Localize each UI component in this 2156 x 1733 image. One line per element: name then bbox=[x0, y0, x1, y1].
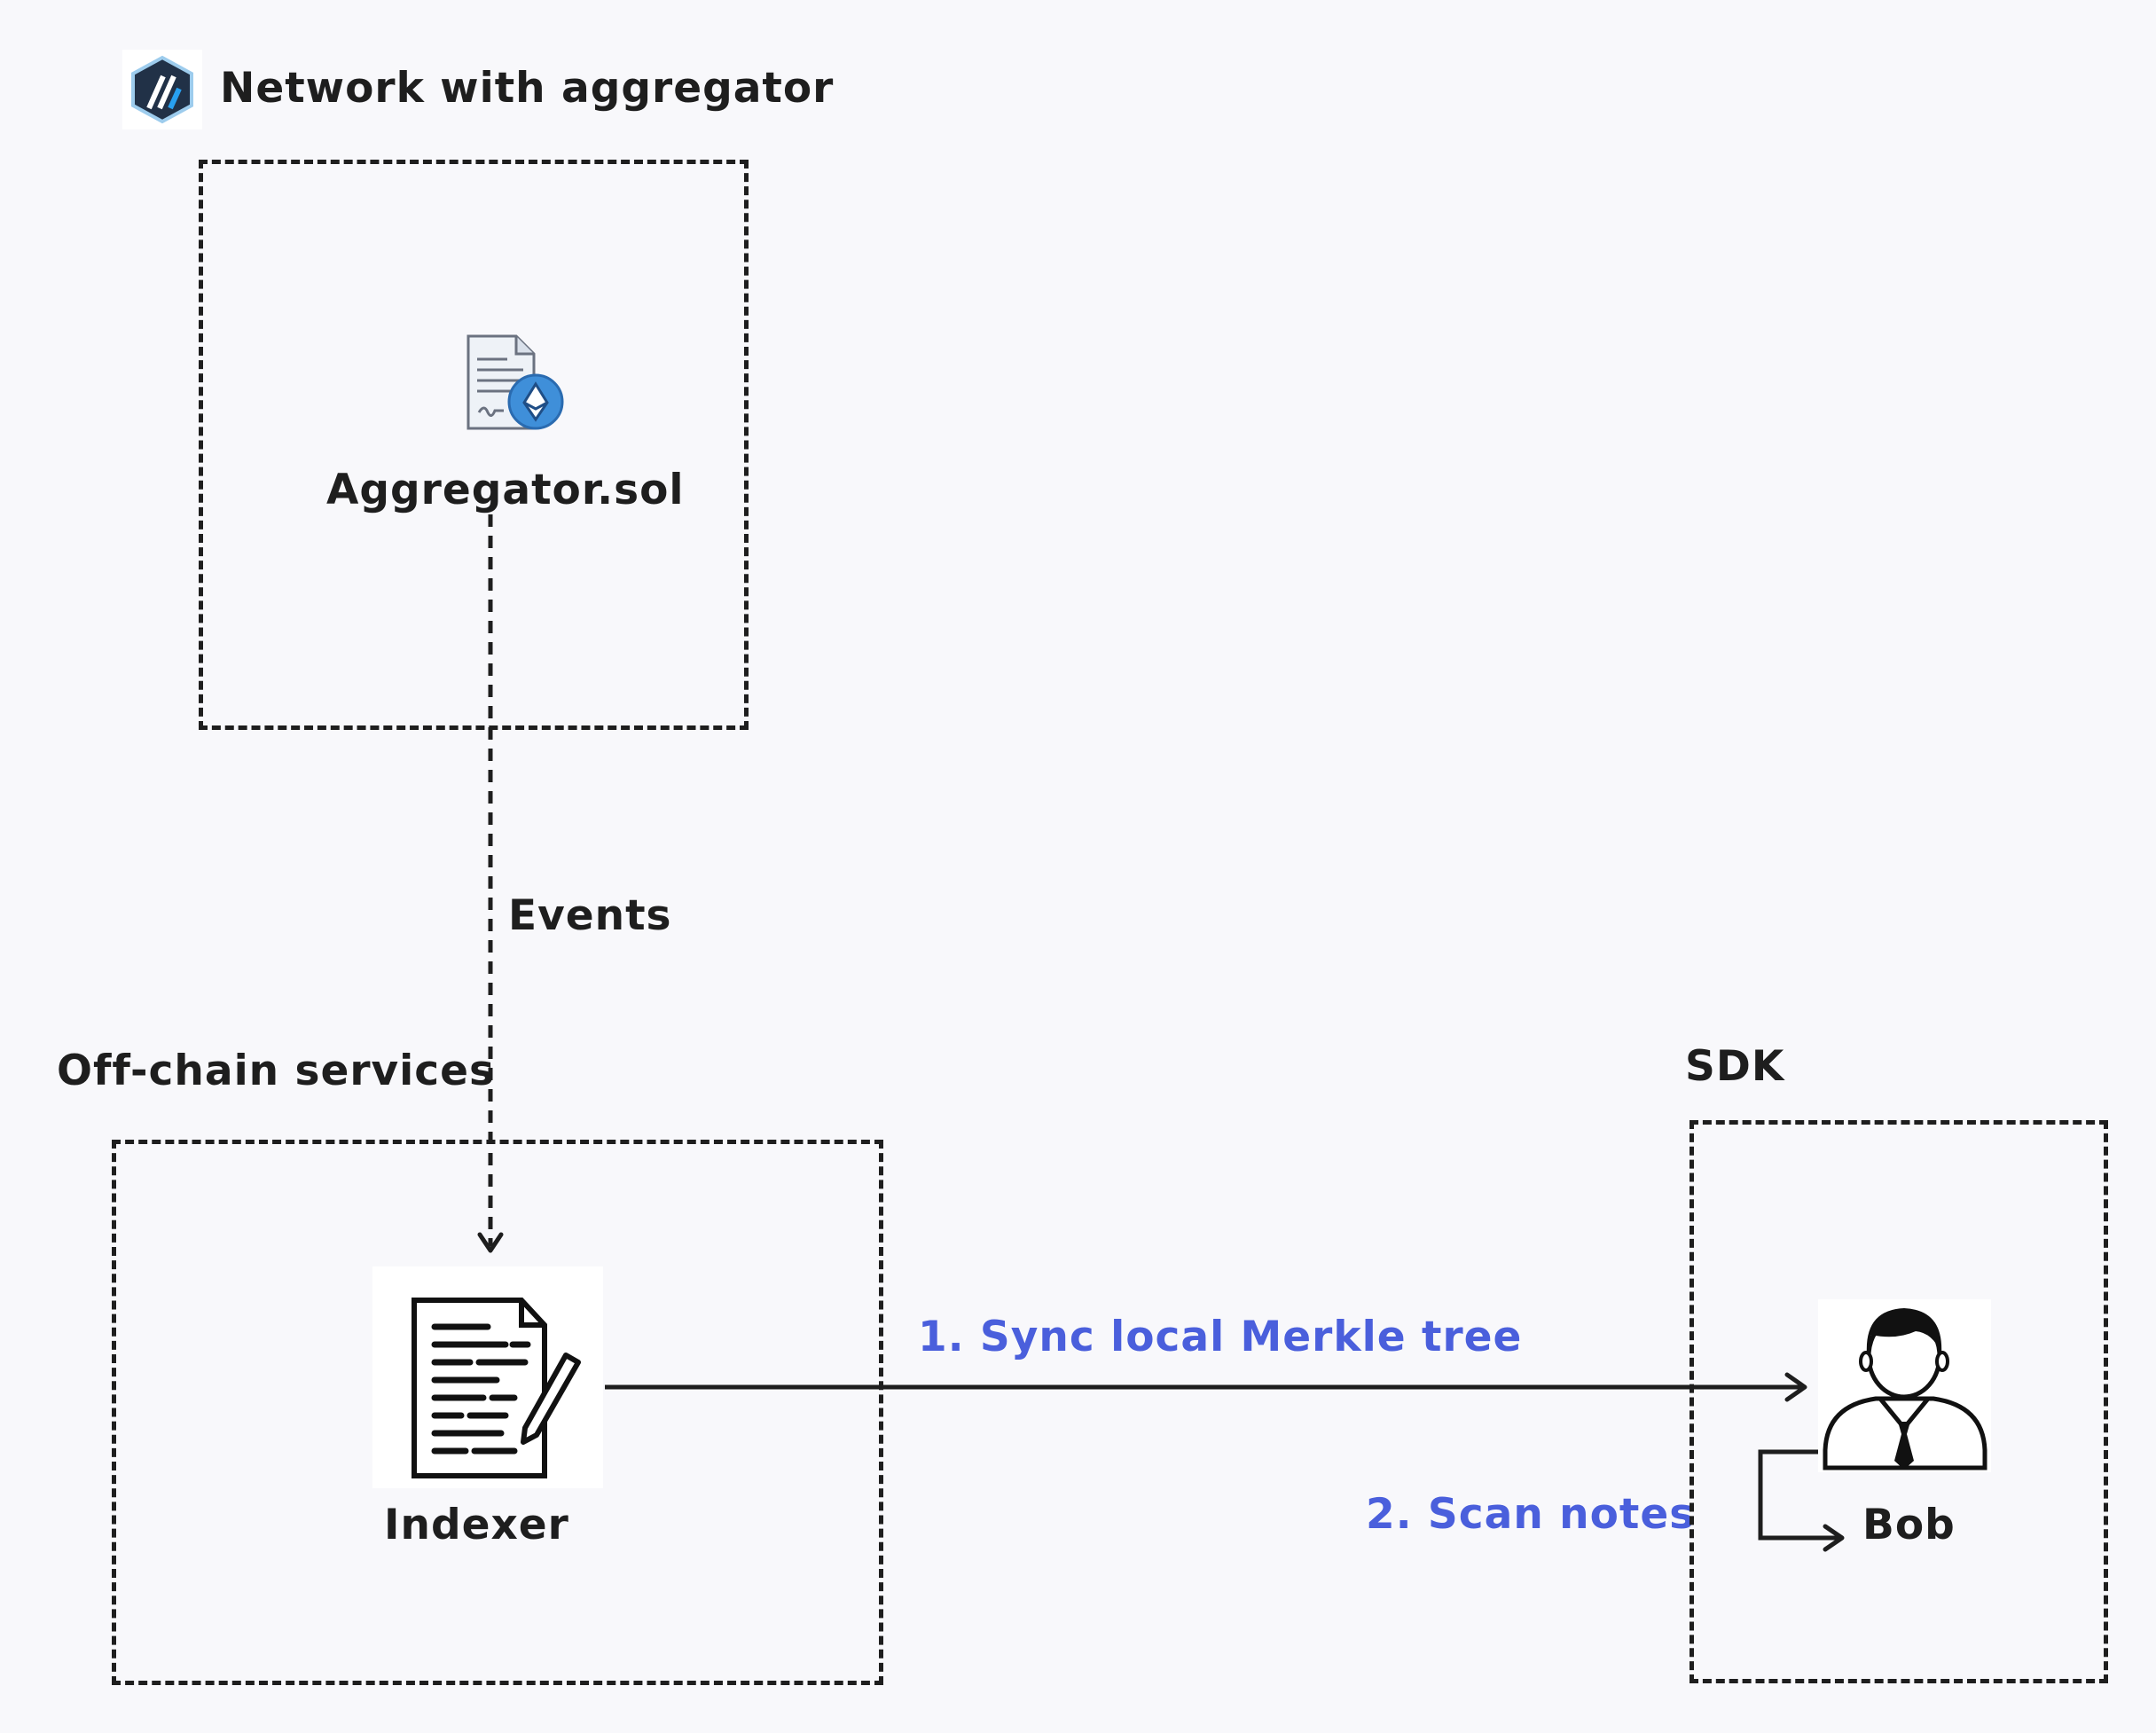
scan-arrowhead bbox=[1823, 1524, 1845, 1552]
offchain-title: Off-chain services bbox=[57, 1047, 495, 1095]
sdk-group bbox=[1690, 1120, 2108, 1683]
contract-label: Aggregator.sol bbox=[326, 466, 685, 514]
step-scan-label: 2. Scan notes bbox=[1366, 1490, 1696, 1539]
document-pencil-icon bbox=[372, 1266, 603, 1488]
smart-contract-document-icon bbox=[461, 333, 568, 435]
arbitrum-logo-icon bbox=[122, 50, 202, 129]
offchain-group bbox=[112, 1140, 883, 1685]
network-title: Network with aggregator bbox=[220, 64, 835, 113]
events-arrowhead bbox=[477, 1232, 504, 1253]
events-label: Events bbox=[508, 891, 672, 940]
scan-arrow bbox=[1758, 1449, 1840, 1541]
user-label: Bob bbox=[1862, 1501, 1956, 1549]
sync-arrowhead bbox=[1784, 1372, 1807, 1402]
person-avatar-icon bbox=[1818, 1299, 1991, 1472]
sdk-title: SDK bbox=[1685, 1042, 1785, 1091]
step-sync-label: 1. Sync local Merkle tree bbox=[918, 1313, 1523, 1361]
indexer-label: Indexer bbox=[384, 1501, 569, 1549]
network-group bbox=[199, 160, 749, 730]
